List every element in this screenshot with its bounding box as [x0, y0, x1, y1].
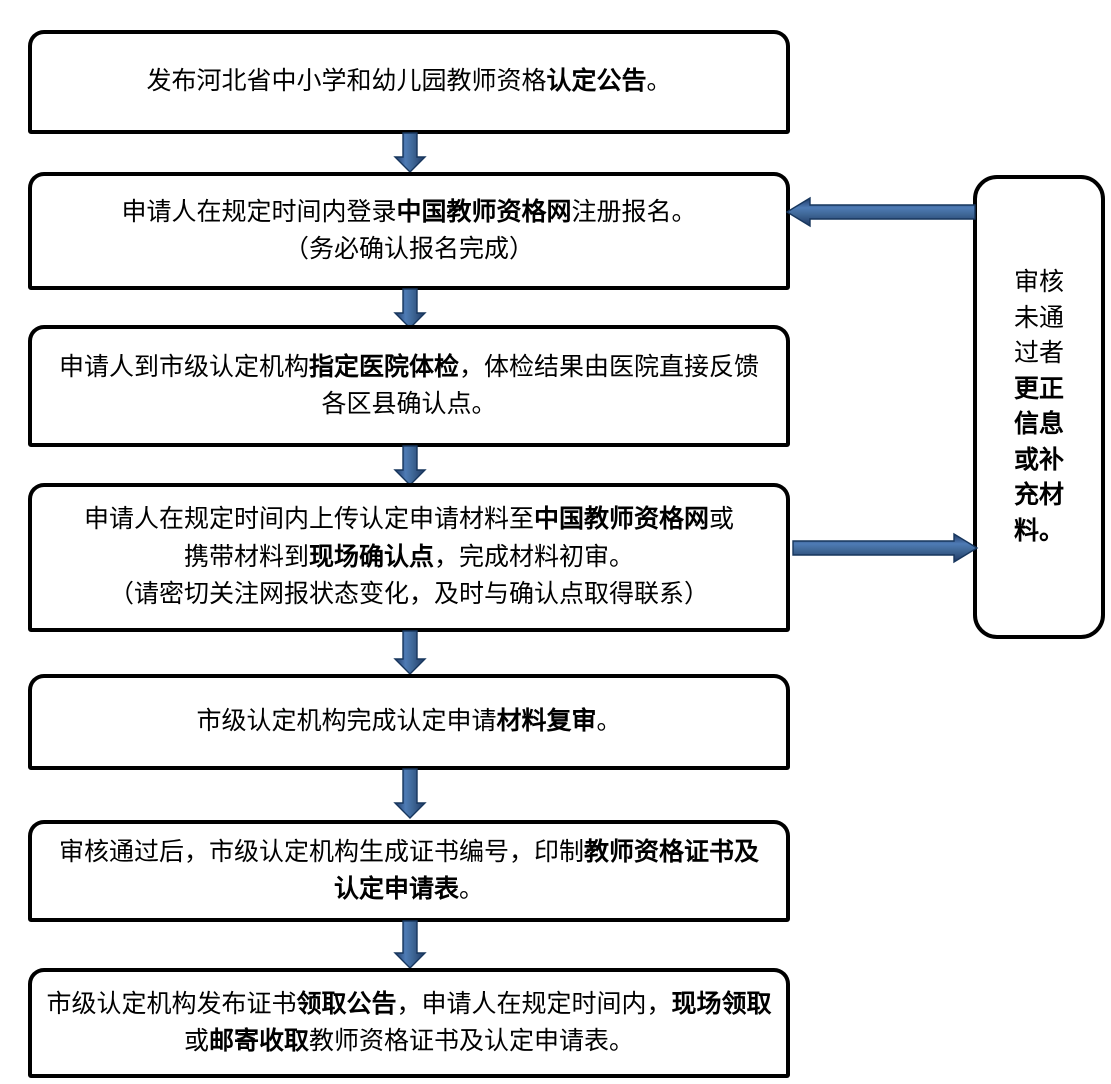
note-box-text: 审核未通过者更正信息或补充材料。: [1013, 269, 1064, 545]
box-text-line: 各区县确认点。: [321, 391, 497, 418]
process-box-step-6-print-certificate: 审核通过后，市级认定机构生成证书编号，印制教师资格证书及 认定申请表。: [28, 820, 790, 922]
process-box-step-5-review: 市级认定机构完成认定申请材料复审。: [28, 674, 790, 770]
box-text-line: （请密切关注网报状态变化，及时与确认点取得联系）: [108, 581, 709, 609]
box-text-line: 审核通过后，市级认定机构生成证书编号，印制教师资格证书及: [58, 838, 760, 866]
box-text-line: 或邮寄收取教师资格证书及认定申请表。: [183, 1028, 635, 1055]
arrow-step5-step6: [393, 768, 427, 819]
box-text-line: 申请人到市级认定机构指定医院体检，体检结果由医院直接反馈: [58, 353, 760, 381]
arrow-step1-step2: [393, 132, 427, 173]
process-box-step-7-collect-certificate: 市级认定机构发布证书领取公告，申请人在规定时间内，现场领取 或邮寄收取教师资格证…: [28, 968, 790, 1078]
arrow-step3-step4: [393, 445, 427, 486]
box-text-line: 申请人在规定时间内登录中国教师资格网注册报名。: [121, 198, 697, 226]
arrow-note-to-step2: [785, 196, 976, 228]
box-text-line: 市级认定机构发布证书领取公告，申请人在规定时间内，现场领取: [46, 990, 772, 1018]
box-text-line: 携带材料到现场确认点，完成材料初审。: [183, 543, 635, 571]
process-box-step-2-registration: 申请人在规定时间内登录中国教师资格网注册报名。 （务必确认报名完成）: [28, 172, 790, 290]
arrow-step4-to-note: [792, 532, 979, 564]
box-text-line: 认定申请表。: [333, 876, 485, 903]
arrow-step4-step5: [393, 630, 427, 675]
process-box-step-1-announcement: 发布河北省中小学和幼儿园教师资格认定公告。: [28, 30, 790, 134]
arrow-step2-step3: [393, 288, 427, 329]
box-text-line: 申请人在规定时间内上传认定申请材料至中国教师资格网或: [83, 506, 735, 534]
process-box-step-3-medical-exam: 申请人到市级认定机构指定医院体检，体检结果由医院直接反馈 各区县确认点。: [28, 325, 790, 447]
note-box-rejected: 审核未通过者更正信息或补充材料。: [973, 175, 1105, 639]
arrow-step6-step7: [393, 920, 427, 969]
box-text-line: 市级认定机构完成认定申请材料复审。: [196, 708, 622, 736]
box-text-line: 发布河北省中小学和幼儿园教师资格认定公告。: [146, 68, 672, 96]
process-box-step-4-upload-materials: 申请人在规定时间内上传认定申请材料至中国教师资格网或 携带材料到现场确认点，完成…: [28, 483, 790, 632]
box-text-line: （务必确认报名完成）: [283, 236, 534, 263]
